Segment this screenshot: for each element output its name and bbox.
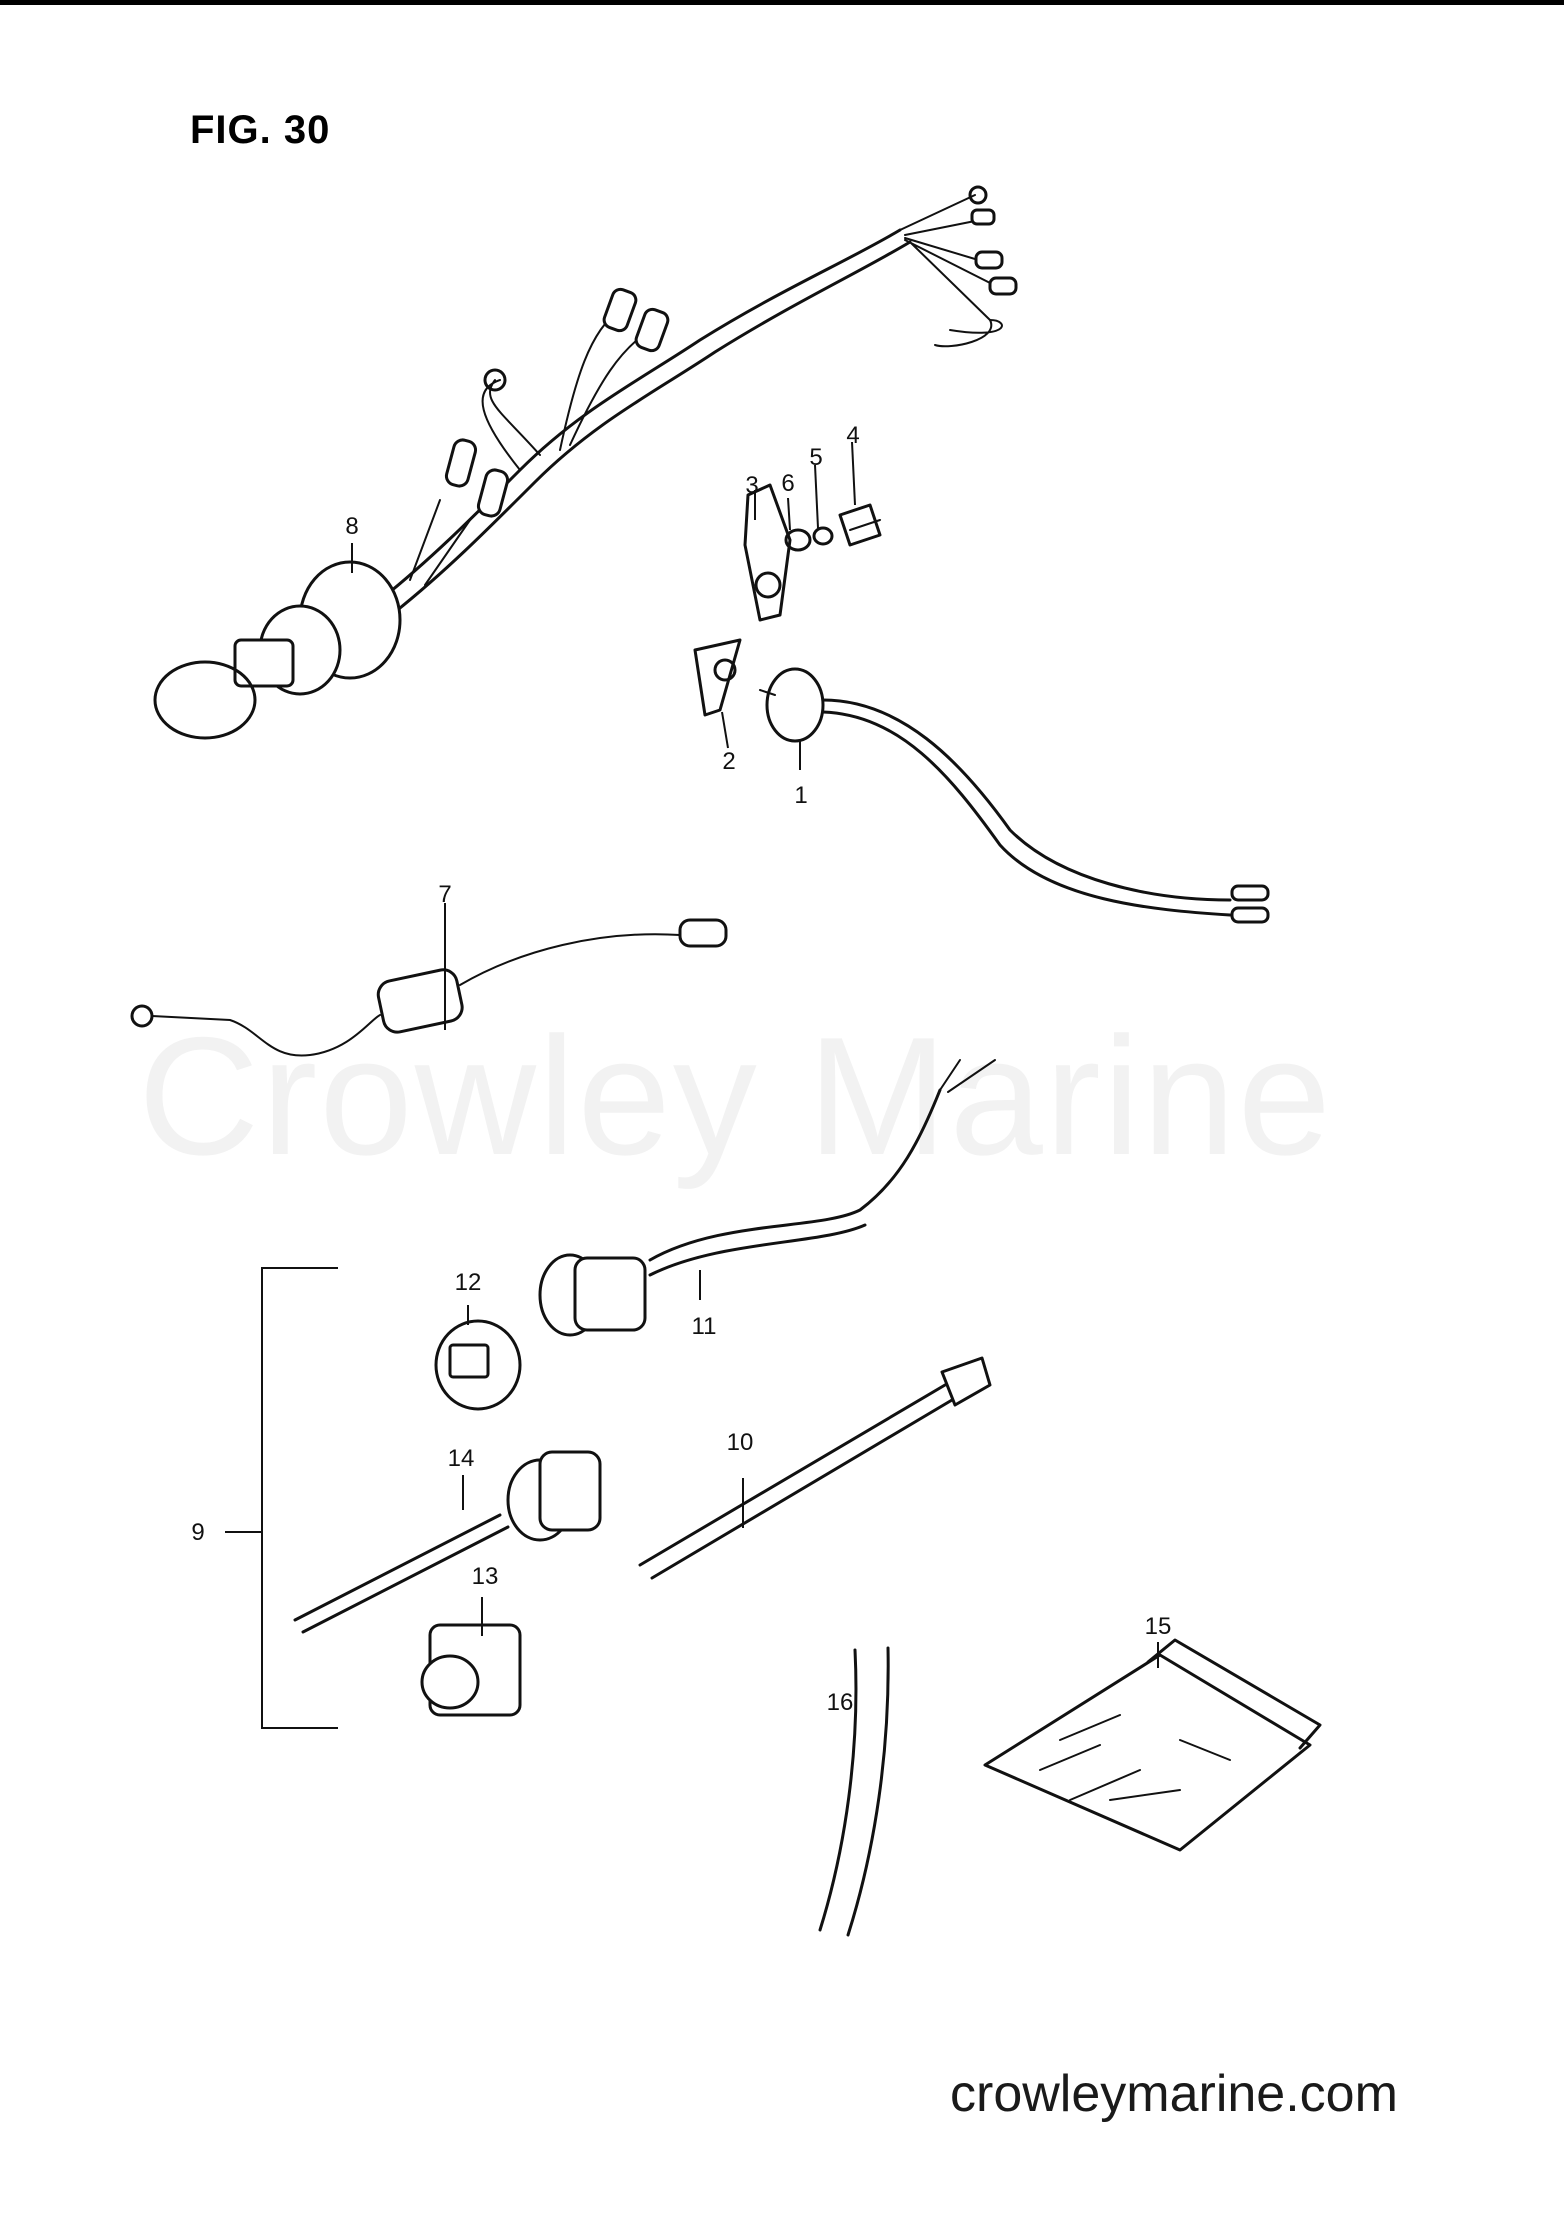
figure-title: FIG. 30 — [190, 108, 331, 152]
part-14-connector-probe[interactable] — [293, 1450, 602, 1634]
group-9-bracket — [225, 1267, 338, 1729]
part-13-cover[interactable] — [420, 1623, 522, 1717]
top-border — [0, 0, 1564, 5]
callout-15: 15 — [1145, 1613, 1172, 1640]
part-10-cable-tie[interactable] — [638, 1356, 992, 1580]
part-11-connector-cable[interactable] — [538, 1059, 996, 1337]
part-12-plug-cap[interactable] — [434, 1319, 522, 1411]
callout-14: 14 — [448, 1445, 475, 1472]
parts-1-2-switch-and-bracket[interactable] — [693, 638, 1270, 924]
callout-5: 5 — [809, 444, 822, 471]
callout-leaders — [351, 441, 1159, 1668]
part-16-spiral-wrap[interactable] — [818, 1646, 890, 1937]
watermark: Crowley Marine — [138, 1002, 1333, 1190]
parts-3-6-5-4-bracket-hardware[interactable] — [743, 483, 882, 622]
footer-website: crowleymarine.com — [950, 2065, 1398, 2123]
callout-11: 11 — [692, 1313, 717, 1340]
callout-16: 16 — [827, 1689, 854, 1716]
part-7-connector-cable[interactable] — [130, 918, 728, 1057]
callout-8: 8 — [345, 513, 358, 540]
callout-10: 10 — [727, 1429, 754, 1456]
part-15-bag[interactable] — [983, 1638, 1322, 1852]
callout-labels: 1 2 3 4 5 6 7 8 9 10 11 12 13 14 15 16 — [191, 422, 1171, 1716]
callout-13: 13 — [472, 1563, 499, 1590]
callout-9: 9 — [191, 1519, 204, 1546]
callout-4: 4 — [846, 422, 859, 449]
callout-3: 3 — [745, 472, 758, 499]
callout-6: 6 — [781, 470, 794, 497]
callout-12: 12 — [455, 1269, 482, 1296]
callout-7: 7 — [438, 881, 451, 908]
part-8-wire-harness[interactable] — [153, 185, 1018, 740]
callout-1: 1 — [794, 782, 807, 809]
callout-2: 2 — [722, 748, 735, 775]
